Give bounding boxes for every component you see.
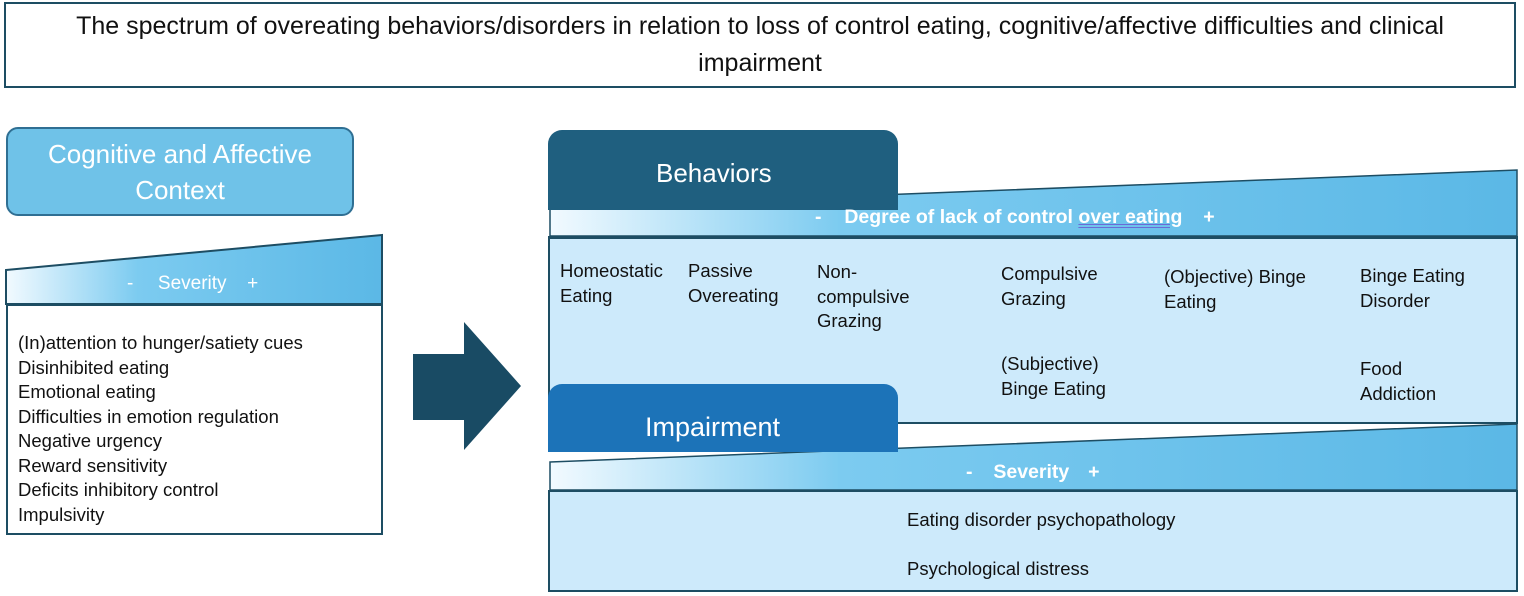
- behavior-objective-binge-eating: (Objective) Binge Eating: [1164, 265, 1306, 314]
- context-heading-line1: Cognitive and Affective: [47, 138, 313, 169]
- impairment-scale-minus: -: [966, 461, 973, 483]
- impairment-scale-plus: +: [1088, 461, 1100, 483]
- diagram-title-text: The spectrum of overeating behaviors/dis…: [76, 12, 1444, 77]
- list-item: Emotional eating: [18, 381, 156, 402]
- context-heading-box: Cognitive and Affective Context: [6, 127, 354, 216]
- behavior-noncompulsive-grazing: Non- compulsive Grazing: [817, 260, 910, 334]
- impairment-scale-label: Severity: [993, 461, 1070, 483]
- behavior-line: Food: [1360, 358, 1403, 379]
- behaviors-tab: Behaviors: [548, 130, 898, 210]
- list-item: Impulsivity: [18, 503, 105, 525]
- behavior-line: Disorder: [1360, 289, 1430, 311]
- behavior-line: Homeostatic: [560, 260, 663, 281]
- context-severity-label: Severity: [157, 273, 227, 294]
- context-list: (In)attention to hunger/satiety cues Dis…: [6, 304, 383, 535]
- list-item: Disinhibited eating: [18, 356, 170, 378]
- list-item: Reward sensitivity: [18, 454, 168, 476]
- behaviors-scale-label-part2: over eating: [1078, 206, 1183, 228]
- behavior-subjective-binge-eating: (Subjective) Binge Eating: [1001, 352, 1106, 401]
- impairment-tab-label: Impairment: [645, 412, 781, 442]
- behaviors-control-scale: - Degree of lack of control over eating …: [815, 206, 1215, 229]
- behavior-homeostatic-eating: Homeostatic Eating: [560, 259, 663, 308]
- behavior-food-addiction: Food Addiction: [1360, 357, 1436, 406]
- behavior-line: Non-: [817, 261, 858, 282]
- impairment-item-psychopathology: Eating disorder psychopathology: [907, 509, 1176, 530]
- behavior-line: compulsive: [817, 285, 910, 307]
- behaviors-scale-label-part1: Degree of lack of control: [844, 206, 1079, 228]
- behavior-line: Overeating: [688, 284, 779, 306]
- behavior-binge-eating-disorder: Binge Eating Disorder: [1360, 264, 1465, 313]
- behavior-line: Binge Eating: [1001, 377, 1106, 399]
- behavior-line: Grazing: [1001, 287, 1066, 309]
- behavior-line: (Objective) Binge: [1164, 266, 1306, 287]
- behavior-compulsive-grazing: Compulsive Grazing: [1001, 262, 1098, 311]
- behavior-passive-overeating: Passive Overeating: [688, 259, 779, 308]
- context-severity-plus: +: [247, 273, 259, 294]
- list-item: Deficits inhibitory control: [18, 479, 219, 500]
- behaviors-scale-minus: -: [815, 206, 822, 228]
- context-heading-line2: Context: [135, 174, 225, 205]
- list-item: Negative urgency: [18, 430, 162, 451]
- list-item: Difficulties in emotion regulation: [18, 405, 279, 427]
- impairment-panel: [548, 490, 1518, 592]
- behavior-line: Binge Eating: [1360, 265, 1465, 286]
- behavior-line: Eating: [1164, 290, 1217, 312]
- context-severity-minus: -: [127, 273, 134, 294]
- impairment-severity-scale: - Severity +: [966, 461, 1099, 484]
- behavior-line: Passive: [688, 260, 753, 281]
- behavior-line: (Subjective): [1001, 353, 1099, 374]
- behaviors-scale-plus: +: [1203, 206, 1215, 228]
- context-severity-scale: - Severity +: [127, 273, 258, 295]
- behavior-line: Compulsive: [1001, 263, 1098, 284]
- behavior-line: Eating: [560, 284, 613, 306]
- behaviors-tab-label: Behaviors: [656, 158, 772, 188]
- impairment-tab: Impairment: [548, 384, 898, 452]
- behavior-line: Grazing: [817, 310, 882, 331]
- list-item: (In)attention to hunger/satiety cues: [18, 332, 303, 353]
- diagram-title: The spectrum of overeating behaviors/dis…: [4, 2, 1516, 88]
- flow-arrow-icon: [413, 322, 521, 450]
- impairment-item-distress: Psychological distress: [907, 558, 1089, 579]
- behavior-line: Addiction: [1360, 382, 1437, 404]
